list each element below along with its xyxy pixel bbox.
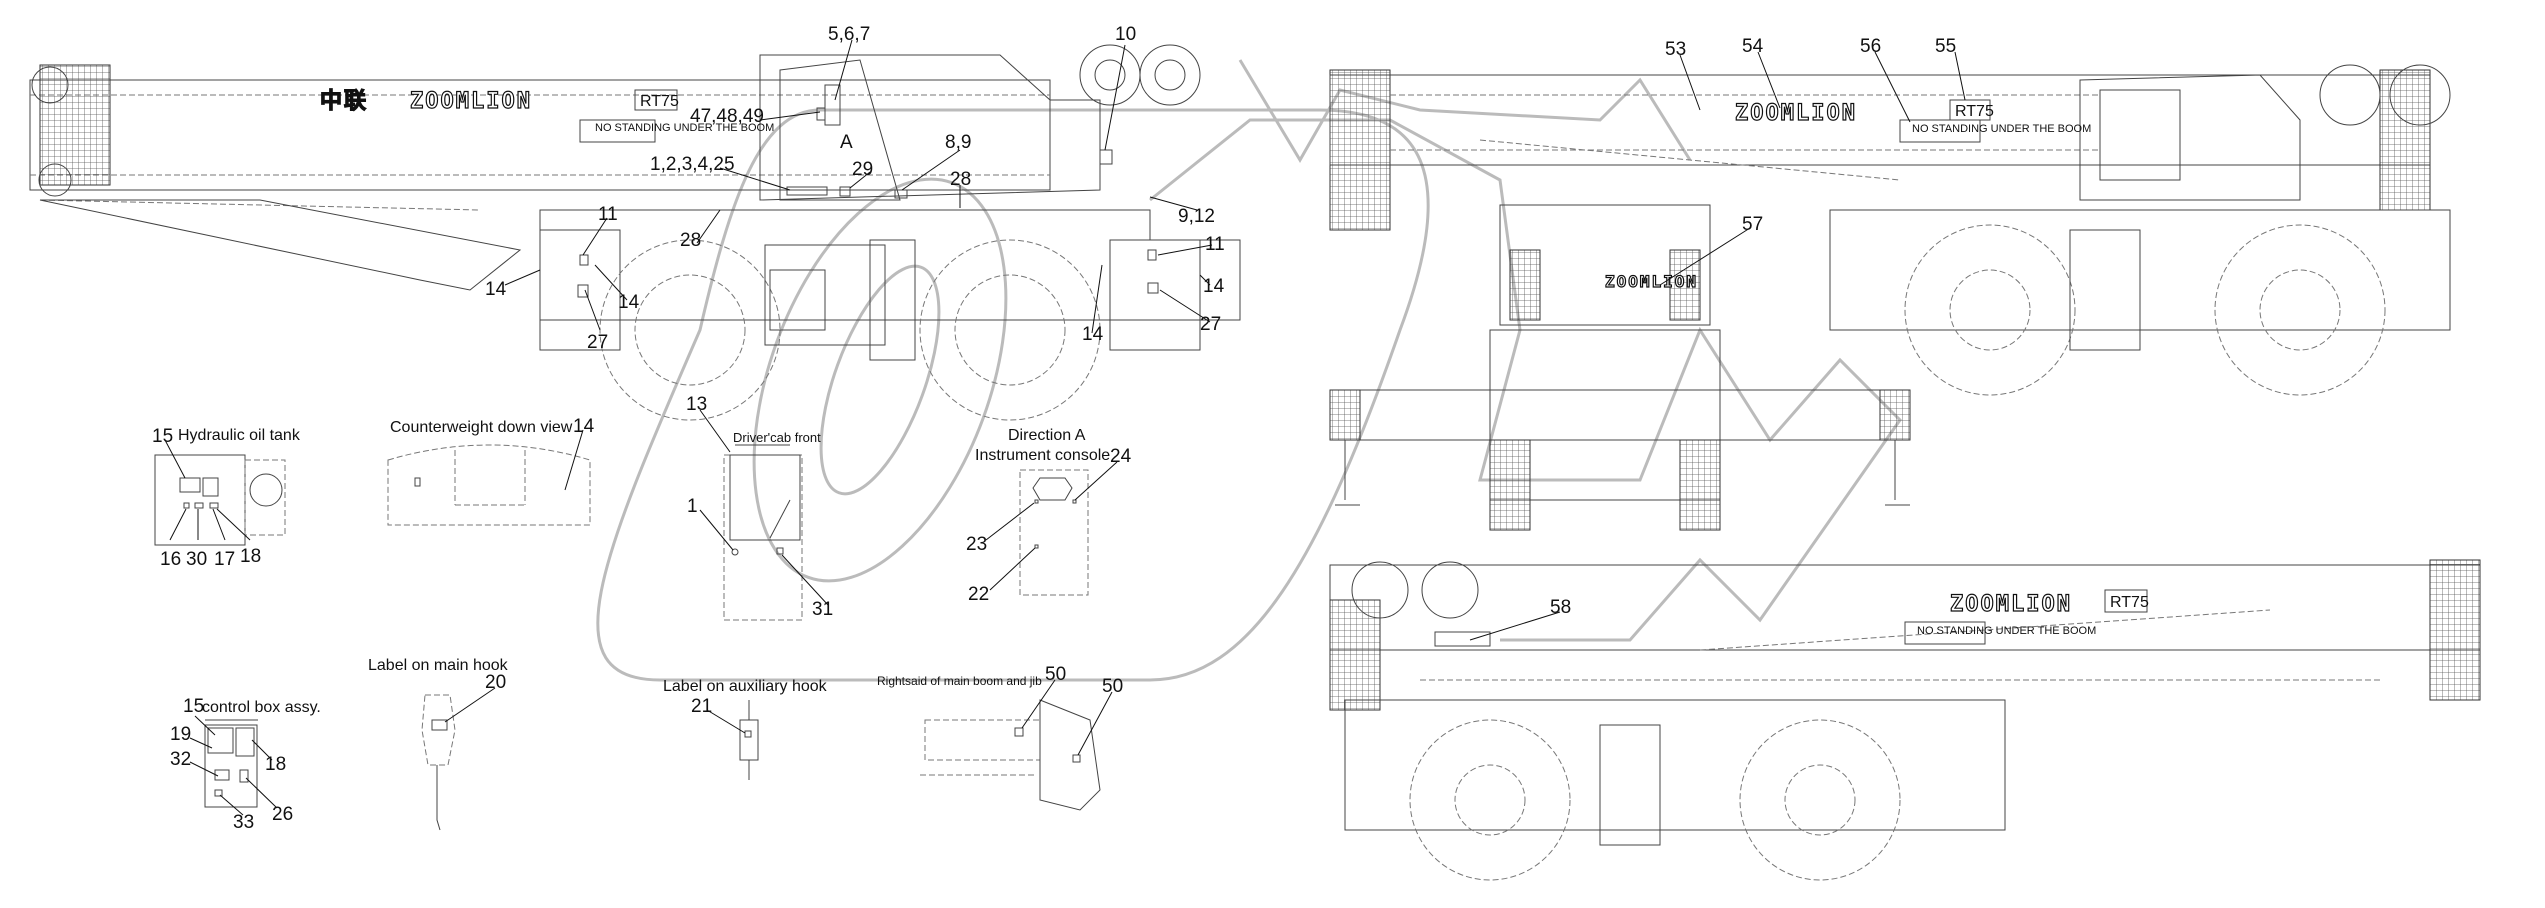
callout: 50: [1102, 676, 1123, 697]
instrument-console-title: Instrument console: [975, 447, 1110, 464]
callout: 32: [170, 749, 191, 770]
model-label: RT75: [640, 93, 679, 110]
right-side-view: ZOOMLION RT75 NO STANDING UNDER THE BOOM: [1329, 64, 2451, 396]
model-label-lower: RT75: [2110, 594, 2149, 611]
brand-logo-cn: 中联: [320, 89, 368, 114]
callout: 47,48,49: [690, 106, 764, 127]
brand-logo-lower: ZOOMLION: [1950, 592, 2072, 617]
callout: 13: [686, 394, 707, 415]
callout: 30: [186, 549, 207, 570]
right-callouts: 53 54 56 55 57 58: [1469, 36, 1966, 641]
callout: 15: [152, 426, 173, 447]
boom-jib-view: Rightsaid of main boom and jib 50 50: [877, 664, 1123, 811]
callout: 54: [1742, 36, 1764, 57]
callout: 11: [598, 204, 618, 225]
callout: 50: [1045, 664, 1066, 685]
callout: 27: [1200, 314, 1221, 335]
callout: 22: [968, 584, 989, 605]
counterweight-title: Counterweight down view: [390, 419, 573, 436]
callout: 1,2,3,4,25: [650, 154, 735, 175]
main-side-callouts: 5,6,7 10 47,48,49 A 1,2,3,4,25 29 8,9 28…: [485, 24, 1225, 353]
callout: 14: [618, 292, 640, 313]
callout: 31: [812, 599, 833, 620]
callout: 18: [240, 546, 261, 567]
callout: 27: [587, 332, 608, 353]
driver-cab-title: Driver'cab front: [733, 430, 821, 445]
direction-a-title: Direction A: [1008, 427, 1086, 444]
callout: 10: [1115, 24, 1136, 45]
callout: 16: [160, 549, 181, 570]
brand-logo-front: ZOOMLION: [1605, 272, 1698, 291]
callout: 23: [966, 534, 987, 555]
lower-side-view: ZOOMLION RT75 NO STANDING UNDER THE BOOM: [1329, 559, 2481, 881]
callout: 14: [573, 416, 595, 437]
callout: 18: [265, 754, 286, 775]
main-hook-title: Label on main hook: [368, 657, 509, 674]
warning-label-right: NO STANDING UNDER THE BOOM: [1912, 123, 2091, 135]
callout: 26: [272, 804, 293, 825]
callout: 56: [1860, 36, 1881, 57]
instrument-console-view: Direction A Instrument console 24 23 22: [966, 427, 1132, 605]
driver-cab-front-view: 13 Driver'cab front 1 31: [686, 394, 833, 621]
main-hook-view: Label on main hook 20: [368, 657, 509, 831]
control-box-title: control box assy.: [202, 699, 321, 716]
brand-logo-right: ZOOMLION: [1735, 101, 1857, 126]
direction-a-marker: A: [840, 132, 853, 153]
callout: 8,9: [945, 132, 971, 153]
aux-hook-view: Label on auxiliary hook 21: [663, 678, 828, 780]
callout: 28: [680, 230, 701, 251]
boom-jib-title: Rightsaid of main boom and jib: [877, 674, 1042, 688]
callout: 14: [1082, 324, 1104, 345]
hydraulic-oil-tank-title: Hydraulic oil tank: [178, 427, 301, 444]
brand-logo: ZOOMLION: [410, 89, 532, 114]
callout: 33: [233, 812, 254, 833]
counterweight-view: Counterweight down view 14: [387, 416, 595, 526]
control-box-view: 15 control box assy. 19 18 32 26 33: [170, 696, 321, 833]
callout: 28: [950, 169, 971, 190]
aux-hook-title: Label on auxiliary hook: [663, 678, 828, 695]
callout: 14: [1203, 276, 1225, 297]
callout: 19: [170, 724, 191, 745]
warning-label-lower: NO STANDING UNDER THE BOOM: [1917, 625, 2096, 637]
callout: 15: [183, 696, 204, 717]
main-crane-side-view: 中联 ZOOMLION RT75 NO STANDING UNDER THE B…: [29, 44, 1241, 421]
callout: 55: [1935, 36, 1956, 57]
warning-label: NO STANDING UNDER THE BOOM: [595, 122, 774, 134]
callout: 9,12: [1178, 206, 1215, 227]
callout: 1: [687, 496, 698, 517]
callout: 11: [1205, 234, 1225, 255]
callout: 58: [1550, 597, 1571, 618]
model-label-right: RT75: [1955, 103, 1994, 120]
callout: 5,6,7: [828, 24, 870, 45]
callout: 20: [485, 672, 506, 693]
callout: 53: [1665, 39, 1686, 60]
callout: 57: [1742, 214, 1763, 235]
watermark-opex: [596, 59, 1902, 682]
callout: 29: [852, 159, 873, 180]
hydraulic-oil-tank-view: 15 Hydraulic oil tank 16 30 17 18: [152, 426, 301, 570]
callout: 21: [691, 696, 712, 717]
callout: 14: [485, 279, 507, 300]
callout: 17: [214, 549, 235, 570]
front-view: ZOOMLION: [1329, 204, 1911, 531]
callout: 24: [1110, 446, 1132, 467]
